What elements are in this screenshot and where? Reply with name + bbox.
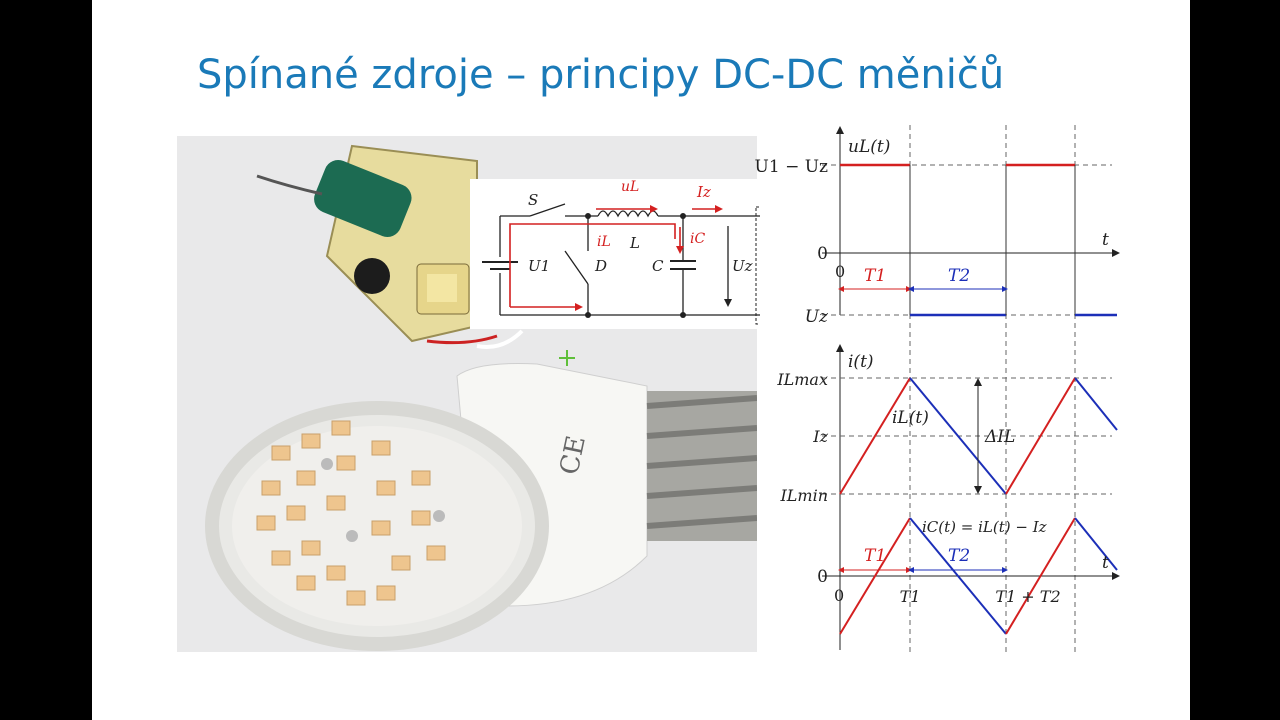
label-switch-s: S bbox=[528, 191, 538, 209]
current-origin-label: 0 bbox=[834, 586, 844, 605]
il-curve-label: iL(t) bbox=[892, 408, 929, 428]
level-high-label: U1 − Uz bbox=[755, 157, 829, 177]
label-ul: uL bbox=[621, 179, 639, 195]
ilmax-label: ILmax bbox=[776, 370, 828, 389]
label-diode-d: D bbox=[594, 257, 607, 275]
led-disc bbox=[205, 401, 549, 651]
current-xlabel: t bbox=[1102, 553, 1109, 573]
current-t2-label: T2 bbox=[948, 546, 970, 566]
ic-equation-label: iC(t) = iL(t) − Iz bbox=[922, 518, 1047, 536]
ilmin-label: ILmin bbox=[779, 486, 828, 505]
level-zero-label: 0 bbox=[817, 244, 828, 264]
voltage-graph: uL(t) t U1 − Uz 0 Uz 0 T1 T2 bbox=[755, 126, 1120, 327]
slide-title: Spínané zdroje – principy DC-DC měničů bbox=[197, 52, 1005, 98]
label-capacitor-c: C bbox=[652, 257, 664, 275]
label-uz: Uz bbox=[732, 257, 753, 275]
voltage-t2-label: T2 bbox=[948, 266, 970, 286]
voltage-t1-label: T1 bbox=[864, 266, 886, 286]
bulb-body: CE bbox=[456, 363, 757, 607]
delta-il-label: ΔIL bbox=[984, 427, 1015, 447]
label-iz: Iz bbox=[696, 183, 711, 201]
buck-converter-circuit: S U1 D L C uL Iz iL iC Uz bbox=[470, 179, 760, 329]
iz-level-label: Iz bbox=[812, 427, 828, 446]
current-graph: i(t) ILmax Iz ILmin iL(t) ΔIL iC(t) = iL… bbox=[776, 344, 1120, 650]
current-ylabel: i(t) bbox=[848, 352, 874, 372]
cursor-cross-icon bbox=[559, 350, 575, 366]
voltage-origin-label: 0 bbox=[835, 262, 845, 281]
current-zero-label: 0 bbox=[817, 567, 828, 587]
label-inductor-l: L bbox=[629, 234, 640, 252]
label-source-u1: U1 bbox=[528, 257, 550, 275]
electrolytic-capacitor bbox=[314, 159, 412, 237]
waveform-graphs: uL(t) t U1 − Uz 0 Uz 0 T1 T2 bbox=[755, 125, 1120, 655]
label-il: iL bbox=[597, 234, 611, 250]
voltage-ylabel: uL(t) bbox=[848, 137, 890, 157]
tick-t1t2-label: T1 + T2 bbox=[995, 587, 1060, 606]
label-ic: iC bbox=[690, 231, 705, 247]
level-low-label: Uz bbox=[805, 307, 829, 327]
slide: Spínané zdroje – principy DC-DC měničů bbox=[92, 0, 1190, 720]
voltage-xlabel: t bbox=[1102, 230, 1109, 250]
tick-t1-label: T1 bbox=[900, 587, 921, 606]
current-t1-label: T1 bbox=[864, 546, 886, 566]
